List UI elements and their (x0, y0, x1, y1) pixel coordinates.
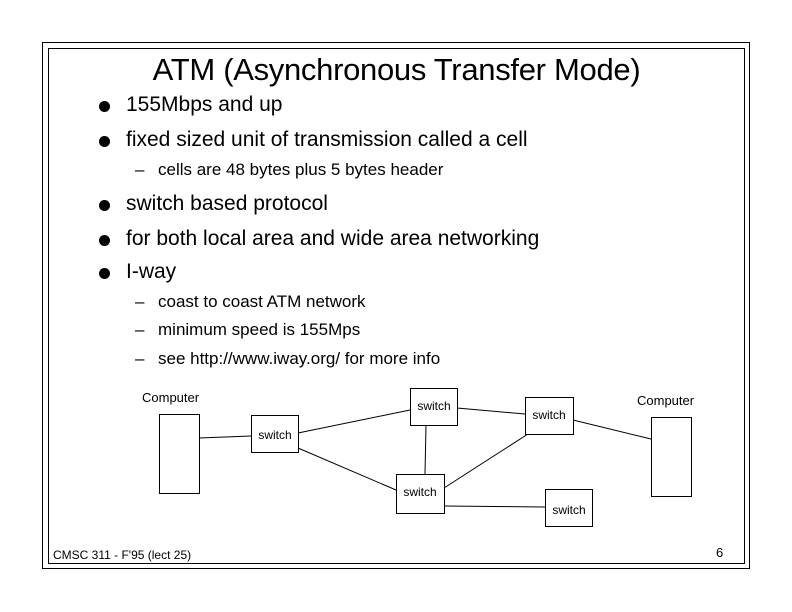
link-switch-left-switch-top (297, 409, 411, 434)
computer-icon (159, 414, 200, 494)
link-switch-top-switch-bottom (424, 424, 427, 475)
switch-label: switch (258, 428, 291, 442)
page-number: 6 (716, 545, 724, 560)
dash-icon: – (135, 349, 145, 368)
slide-footer: CMSC 311 - F'95 (lect 25) (53, 548, 192, 562)
link-switch-bottom-switch-bottom-right (443, 505, 546, 508)
switch-label: switch (552, 503, 585, 517)
bullet-dot-icon (99, 235, 110, 246)
switch-label: switch (403, 485, 436, 499)
switch-box (410, 388, 458, 426)
link-switch-bottom-switch-right (443, 433, 529, 489)
bullet-text: for both local area and wide area networ… (126, 227, 540, 250)
node-switch-top: switch (410, 388, 458, 426)
link-computer-left-switch-left (198, 435, 252, 439)
link-switch-right-computer-right (572, 419, 652, 440)
switch-box (545, 489, 593, 527)
computer-icon (651, 417, 692, 497)
bullet-dot-icon (99, 136, 110, 147)
sub-item-text: minimum speed is 155Mps (158, 320, 361, 339)
switch-label: switch (532, 408, 565, 422)
bullet-text: switch based protocol (126, 192, 328, 215)
switch-box (525, 397, 574, 435)
node-switch-bottom: switch (396, 474, 445, 514)
sub-item-text: coast to coast ATM network (158, 292, 366, 311)
diagram-links (198, 407, 652, 508)
slide-outer-border (42, 42, 750, 569)
link-switch-left-switch-bottom (297, 447, 397, 491)
sub-item-text: see http://www.iway.org/ for more info (158, 349, 441, 368)
sub-item-text: cells are 48 bytes plus 5 bytes header (158, 160, 444, 179)
bullet-text: fixed sized unit of transmission called … (126, 128, 528, 151)
dash-icon: – (135, 160, 145, 179)
bullet-text: I-way (126, 260, 177, 283)
switch-label: switch (417, 399, 450, 413)
node-computer-left: Computer (142, 390, 200, 494)
switch-box (251, 415, 299, 453)
slide-title: ATM (Asynchronous Transfer Mode) (152, 52, 641, 87)
bullet-dot-icon (99, 101, 110, 112)
dash-icon: – (135, 292, 145, 311)
link-switch-top-switch-right (456, 407, 526, 415)
switch-box (396, 474, 445, 514)
bullet-dot-icon (99, 268, 110, 279)
computer-label: Computer (637, 393, 695, 408)
computer-label: Computer (142, 390, 200, 405)
node-switch-right: switch (525, 397, 574, 435)
bullet-dot-icon (99, 200, 110, 211)
bullet-text: 155Mbps and up (126, 93, 283, 116)
slide-inner-border (48, 48, 745, 564)
node-switch-left: switch (251, 415, 299, 453)
node-switch-bottom-right: switch (545, 489, 593, 527)
node-computer-right: Computer (637, 393, 695, 497)
dash-icon: – (135, 320, 145, 339)
